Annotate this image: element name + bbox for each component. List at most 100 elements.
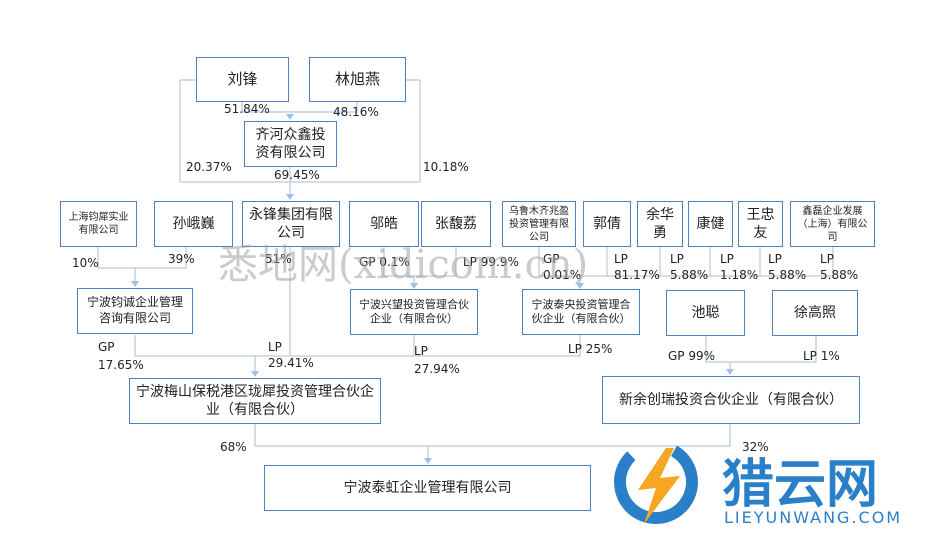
lightning-icon <box>614 440 698 524</box>
label-l21: LP <box>820 252 834 266</box>
node-nb-meishan-text: 宁波梅山保税港区珑犀投资管理合伙企业（有限合伙） <box>136 383 374 418</box>
label-l14: 81.17% <box>614 268 660 282</box>
label-l4: 69.45% <box>274 168 320 182</box>
node-nb-xingwang: 宁波兴望投资管理合伙企业（有限合伙） <box>350 289 478 335</box>
node-qihe-text: 齐河众鑫投资有限公司 <box>255 126 326 161</box>
arrow-qihe <box>286 114 294 120</box>
link-xu-xinyu <box>730 336 817 363</box>
node-liufeng-text: 刘锋 <box>227 69 258 88</box>
node-nb-meishan: 宁波梅山保税港区珑犀投资管理合伙企业（有限合伙） <box>129 378 381 424</box>
label-l32: 68% <box>220 440 247 454</box>
node-nb-juncheng-text: 宁波钧诚企业管理咨询有限公司 <box>86 295 183 325</box>
node-nb-taiyang-text: 宁波泰央投资管理合伙企业（有限合伙） <box>531 297 631 325</box>
logo-url: LIEYUNWANG.COM <box>724 508 903 527</box>
node-liufeng: 刘锋 <box>196 57 289 102</box>
label-l10: LP 99.9% <box>463 255 519 269</box>
link-sun-juncheng <box>135 247 187 269</box>
lieyun-logo: 猎云网 LIEYUNWANG.COM <box>600 430 925 537</box>
label-l33: 32% <box>742 440 769 454</box>
label-l7: 39% <box>168 252 195 266</box>
label-l31: LP 1% <box>803 349 840 363</box>
label-l13: LP <box>614 252 628 266</box>
label-l6: 10% <box>72 256 99 270</box>
node-wuhao-text: 邬皓 <box>370 215 398 232</box>
node-nb-taihong: 宁波泰虹企业管理有限公司 <box>264 465 591 511</box>
node-chicong: 池聪 <box>666 290 745 336</box>
node-kangjian-text: 康健 <box>696 215 725 232</box>
arrow-xingwang <box>410 283 418 289</box>
node-xinlei-text: 鑫磊企业发展（上海）有限公司 <box>797 205 868 243</box>
label-l2: 48.16% <box>333 105 379 119</box>
node-kangjian: 康健 <box>688 201 733 247</box>
label-l9: GP 0.1% <box>359 255 410 269</box>
node-wulumuqi-text: 乌鲁木齐兆盈投资管理有限公司 <box>509 205 569 243</box>
arrow-taihong <box>424 458 432 464</box>
node-guoqian: 郭倩 <box>583 201 631 247</box>
node-yongfeng-text: 永锋集团有限公司 <box>249 206 333 241</box>
label-l29: LP 25% <box>568 342 613 356</box>
label-l27: LP <box>414 344 428 358</box>
node-nb-taiyang: 宁波泰央投资管理合伙企业（有限合伙） <box>522 289 640 335</box>
node-xinyu: 新余创瑞投资合伙企业（有限合伙） <box>602 376 860 424</box>
label-l28: 27.94% <box>414 362 460 376</box>
label-l20: 5.88% <box>768 268 807 282</box>
link-xinyu-taihong <box>428 424 731 447</box>
label-l19: LP <box>768 252 782 266</box>
label-l26: 29.41% <box>268 356 314 370</box>
node-yuhuayong-text: 余华勇 <box>646 206 674 241</box>
node-sh-junxi-text: 上海钧犀实业有限公司 <box>68 212 129 236</box>
node-linxuyan: 林旭燕 <box>309 57 406 102</box>
label-l11: GP <box>543 252 560 266</box>
link-lin-yongfeng <box>290 79 421 183</box>
label-l25: LP <box>268 340 282 354</box>
link-liufeng-qihe <box>241 100 290 113</box>
node-qihe: 齐河众鑫投资有限公司 <box>244 121 337 167</box>
link-wuhao-xingwang <box>383 247 414 277</box>
node-guoqian-text: 郭倩 <box>593 215 621 232</box>
label-l1: 51.84% <box>224 102 270 116</box>
label-l17: LP <box>720 252 734 266</box>
node-wangzhongyou: 王忠友 <box>738 201 783 247</box>
node-linxuyan-text: 林旭燕 <box>334 69 380 88</box>
node-xinyu-text: 新余创瑞投资合伙企业（有限合伙） <box>619 391 843 408</box>
label-l16: 5.88% <box>670 268 709 282</box>
label-l22: 5.88% <box>820 268 859 282</box>
label-l5: 10.18% <box>423 160 469 174</box>
label-l8: 51% <box>265 252 292 266</box>
node-nb-taihong-text: 宁波泰虹企业管理有限公司 <box>343 479 512 496</box>
logo-name: 猎云网 <box>722 455 879 515</box>
link-junxi-juncheng <box>97 247 135 269</box>
arrow-meishan <box>251 371 259 377</box>
node-chicong-text: 池聪 <box>691 304 720 321</box>
link-lin-qihe <box>290 100 358 113</box>
label-l30: GP 99% <box>668 349 716 363</box>
label-l24: 17.65% <box>98 358 144 372</box>
link-chicong-xinyu <box>705 336 730 363</box>
node-zhang-text: 张馥荔 <box>435 215 477 232</box>
label-l3: 20.37% <box>186 160 232 174</box>
link-taiyang-gathering <box>538 247 834 277</box>
label-l23: GP <box>98 340 115 354</box>
label-l15: LP <box>670 252 684 266</box>
arrow-yongfeng <box>286 194 294 200</box>
label-l18: 1.18% <box>720 268 759 282</box>
watermark-text: 悉地网(xidicom.cn) <box>218 242 589 288</box>
link-zhang-xingwang <box>414 247 457 277</box>
node-wangzhongyou-text: 王忠友 <box>746 206 775 241</box>
node-yuhuayong: 余华勇 <box>637 201 683 247</box>
node-nb-xingwang-text: 宁波兴望投资管理合伙企业（有限合伙） <box>359 297 469 325</box>
link-juncheng-meishan <box>134 335 581 357</box>
node-wuhao: 邬皓 <box>349 201 419 247</box>
arrow-juncheng <box>131 281 139 287</box>
node-xugaozhao-text: 徐高照 <box>794 304 836 321</box>
node-sh-junxi: 上海钧犀实业有限公司 <box>60 201 137 247</box>
node-xugaozhao: 徐高照 <box>772 290 858 336</box>
node-xinlei: 鑫磊企业发展（上海）有限公司 <box>790 201 875 247</box>
node-zhang: 张馥荔 <box>421 201 491 247</box>
arrow-xinyu <box>726 369 734 375</box>
node-nb-juncheng: 宁波钧诚企业管理咨询有限公司 <box>77 288 193 334</box>
node-yongfeng: 永锋集团有限公司 <box>242 201 340 247</box>
label-l12: 0.01% <box>543 268 582 282</box>
